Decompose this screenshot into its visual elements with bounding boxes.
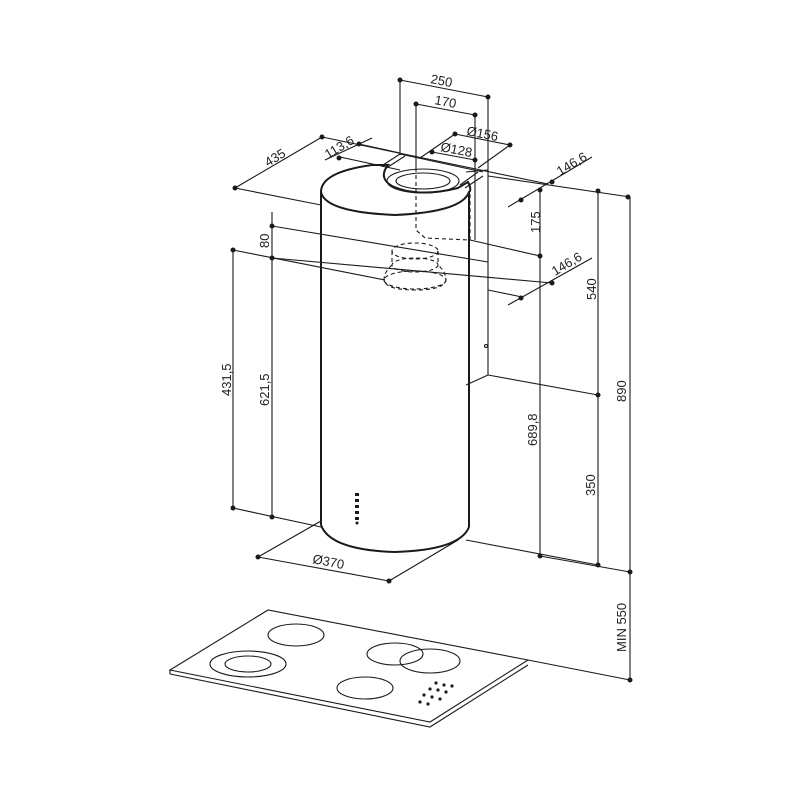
control-buttons-icon [355, 493, 359, 525]
burner-icon [209, 650, 287, 678]
label-540: 540 [584, 278, 599, 300]
label-431-5: 431,5 [219, 363, 234, 396]
label-146-6-lower: 146,6 [549, 249, 585, 279]
label-146-6-upper: 146,6 [554, 149, 590, 179]
label-80: 80 [257, 234, 272, 248]
label-435: 435 [262, 146, 288, 170]
burner-icon [366, 642, 424, 666]
label-dia156: Ø156 [465, 123, 499, 144]
label-250: 250 [429, 71, 453, 90]
duct-bracket [382, 153, 484, 189]
label-min-550: MIN 550 [614, 603, 629, 652]
label-175: 175 [528, 211, 543, 233]
hood-cylinder [319, 164, 472, 554]
label-dia370: Ø370 [311, 551, 345, 572]
dimension-lines [230, 77, 633, 683]
label-621-5: 621,5 [257, 373, 272, 406]
touch-controls-icon [418, 681, 454, 706]
label-350: 350 [583, 474, 598, 496]
burner-icon [267, 623, 325, 647]
burner-icon [336, 676, 394, 700]
label-890: 890 [614, 380, 629, 402]
cooktop-hob [168, 609, 530, 728]
label-170: 170 [433, 92, 457, 111]
label-689-8: 689,8 [525, 413, 540, 446]
label-dia128: Ø128 [439, 139, 473, 160]
